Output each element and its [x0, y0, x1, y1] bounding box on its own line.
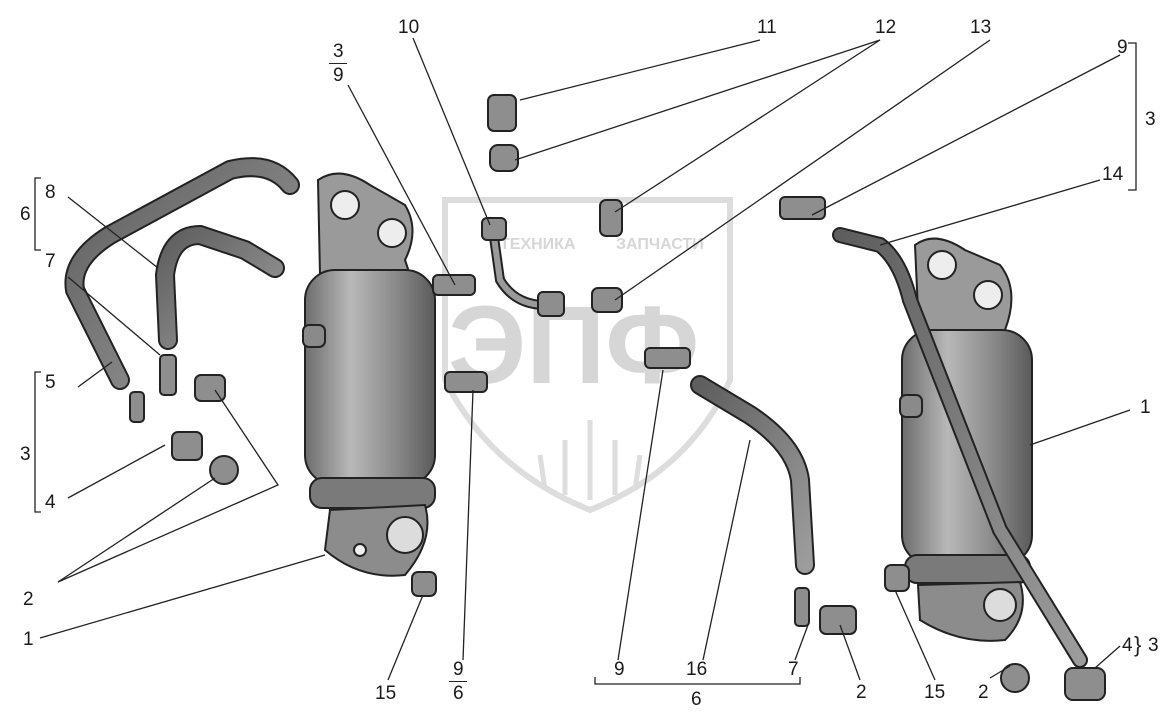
callout-15-left: 15 — [375, 683, 397, 704]
nut-4-left — [171, 431, 203, 461]
fitting-12-top — [489, 144, 519, 172]
callout-2-bottom-right: 2 — [978, 682, 989, 703]
fraction-bar-top — [329, 63, 347, 64]
callout-9-bottom: 9 — [614, 659, 625, 680]
washer-2-left — [209, 455, 239, 485]
callout-9-6-denominator: 6 — [453, 683, 464, 704]
callout-13: 13 — [970, 17, 992, 38]
bolt-3-9 — [432, 274, 476, 296]
callout-9-right-top: 9 — [1117, 37, 1128, 58]
washer-2-right — [1000, 663, 1030, 693]
fitting-11 — [487, 94, 517, 132]
callout-6-left: 6 — [20, 204, 31, 225]
callout-7-bottom: 7 — [788, 659, 799, 680]
callout-1-right: 1 — [1140, 397, 1151, 418]
callout-3-9-denominator: 9 — [333, 65, 344, 86]
fraction-bar-bottom — [449, 681, 467, 682]
callout-3-left: 3 — [20, 444, 31, 465]
elbow-7-left — [194, 374, 226, 402]
callout-4-right: 4 — [1122, 635, 1133, 656]
callout-15-right: 15 — [924, 682, 946, 703]
brace-4-3-right: } — [1134, 632, 1142, 657]
plug-15-right — [884, 564, 910, 592]
fitting-4-left — [129, 391, 145, 423]
plug-15-left — [411, 571, 437, 597]
fitting-12-bottom — [599, 199, 623, 237]
pipes — [64, 157, 1088, 668]
watermark-brand: ЭПФ — [448, 284, 700, 407]
elbow-7-bottom — [819, 605, 857, 635]
bolt-9-6 — [444, 371, 488, 393]
callout-3-9-numerator: 3 — [333, 41, 344, 62]
callout-4-left: 4 — [45, 492, 56, 513]
leader-lines — [34, 37, 1137, 685]
callout-5-left: 5 — [45, 372, 56, 393]
callout-10: 10 — [398, 17, 420, 38]
bolt-9-right — [779, 196, 826, 220]
watermark-right-word: ЗАПЧАСТИ — [616, 236, 704, 253]
callout-1-left: 1 — [23, 629, 34, 650]
nut-4-right — [1064, 667, 1106, 701]
callout-2-left: 2 — [23, 589, 34, 610]
fitting-7-left — [159, 354, 177, 396]
callout-14: 14 — [1102, 164, 1124, 185]
callout-8-left: 8 — [45, 182, 56, 203]
callout-7-left: 7 — [45, 251, 56, 272]
callout-3-right-top: 3 — [1145, 109, 1156, 130]
fittings — [129, 94, 1106, 701]
callout-11: 11 — [757, 17, 777, 38]
fitting-13 — [591, 287, 623, 313]
callout-3-right: 3 — [1148, 635, 1159, 656]
fitting-7-bottom — [794, 587, 810, 627]
callout-2-bottom-mid: 2 — [856, 682, 867, 703]
watermark-left-word: ТЕХНИКА — [500, 236, 576, 253]
bolt-9-bottom — [644, 347, 691, 369]
nut-10 — [481, 217, 507, 241]
hydraulic-cylinder-left — [302, 172, 436, 577]
watermark-wheat-icon — [537, 420, 643, 500]
callout-9-6-numerator: 9 — [453, 659, 464, 680]
callout-6-bottom: 6 — [691, 689, 702, 710]
nut-10-end — [537, 291, 565, 317]
callout-12: 12 — [875, 17, 897, 38]
callout-16: 16 — [686, 659, 708, 680]
